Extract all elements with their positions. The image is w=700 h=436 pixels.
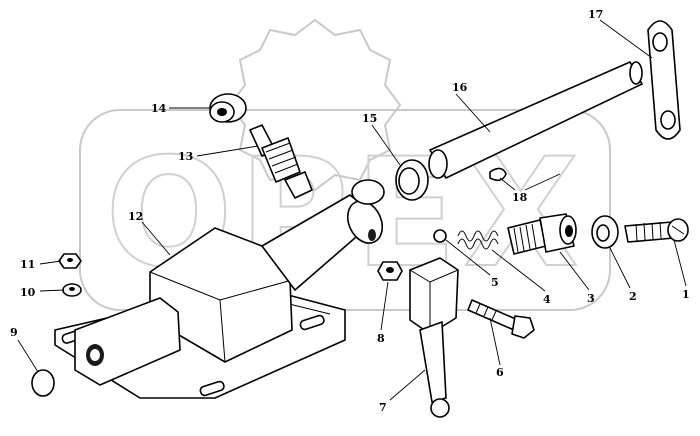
callout-6: 6 [496, 366, 504, 379]
part-12-housing [54, 179, 385, 399]
leader-lines [17, 19, 687, 401]
part-15-ring [395, 159, 429, 201]
part-16-shaft [428, 61, 643, 179]
part-10-washer [62, 283, 82, 297]
callout-16: 16 [452, 81, 468, 94]
part-3-bushing [507, 213, 577, 255]
callout-10: 10 [20, 286, 36, 299]
callout-8: 8 [377, 332, 385, 345]
callout-11: 11 [20, 258, 35, 271]
callout-17: 17 [588, 8, 603, 21]
callout-18: 18 [512, 191, 528, 204]
part-2-washer [591, 215, 619, 249]
callout-5: 5 [491, 276, 499, 289]
callout-15: 15 [362, 112, 377, 125]
callout-2: 2 [629, 290, 637, 303]
part-1-screw [624, 218, 689, 243]
part-4-spring [457, 230, 499, 250]
callout-4: 4 [543, 293, 551, 306]
part-17-link [647, 20, 681, 140]
part-18-key [489, 167, 507, 182]
callout-9: 9 [10, 326, 18, 339]
callouts: 1 2 3 4 5 6 7 8 9 10 11 12 13 14 15 16 1… [10, 8, 690, 414]
callout-7: 7 [379, 401, 387, 414]
part-11-nut [58, 253, 82, 269]
part-14-ring-nut [209, 93, 247, 123]
callout-1: 1 [682, 288, 690, 301]
callout-13: 13 [178, 150, 193, 163]
part-9-cap [31, 369, 55, 397]
part-6-bolt [467, 299, 535, 339]
part-5-ball [433, 229, 447, 243]
part-8-nut [377, 261, 403, 281]
callout-14: 14 [151, 102, 167, 115]
callout-3: 3 [587, 292, 595, 305]
part-7-lever [409, 257, 459, 418]
callout-12: 12 [128, 210, 143, 223]
part-13-threaded-plunger [249, 124, 313, 199]
